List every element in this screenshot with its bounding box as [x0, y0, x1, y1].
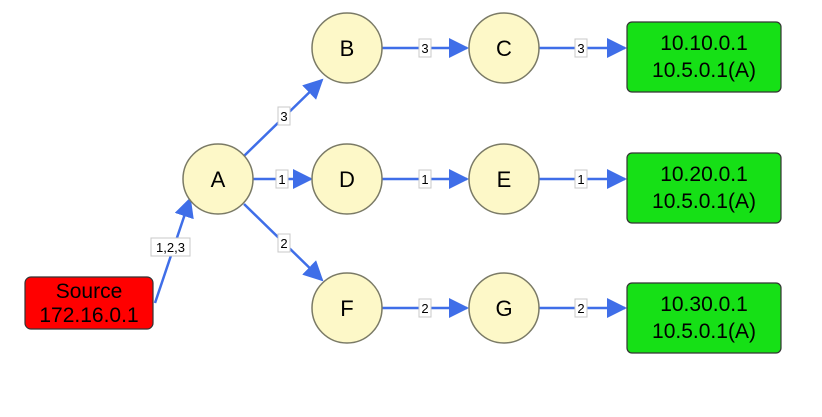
svg-text:D: D — [339, 167, 355, 192]
destination-node-3: 10.30.0.1 10.5.0.1(A) — [626, 282, 782, 354]
svg-text:F: F — [340, 296, 353, 321]
source-label: Source — [56, 280, 123, 303]
svg-text:B: B — [340, 36, 355, 61]
router-a: A — [182, 143, 254, 215]
destination-ip: 10.10.0.1 — [660, 32, 748, 55]
svg-text:2: 2 — [280, 236, 287, 251]
svg-text:E: E — [497, 167, 512, 192]
router-d: D — [311, 143, 383, 215]
destination-node-1: 10.10.0.1 10.5.0.1(A) — [626, 21, 782, 93]
source-node: Source 172.16.0.1 — [24, 276, 154, 330]
edge-label-b-c: 3 — [418, 38, 432, 58]
edge-label-a-d: 1 — [275, 169, 289, 189]
svg-text:2: 2 — [421, 301, 428, 316]
svg-text:C: C — [496, 36, 512, 61]
svg-text:A: A — [211, 167, 226, 192]
svg-text:2: 2 — [577, 301, 584, 316]
edge-label-f-g: 2 — [418, 298, 432, 318]
svg-text:1: 1 — [278, 172, 285, 187]
svg-text:1: 1 — [421, 172, 428, 187]
svg-text:G: G — [495, 296, 512, 321]
edge-label-source-a: 1,2,3 — [150, 237, 191, 257]
source-ip: 172.16.0.1 — [39, 304, 138, 327]
edge-label-a-f: 2 — [277, 233, 291, 253]
destination-rp: 10.5.0.1(A) — [652, 59, 756, 82]
edge-label-a-b: 3 — [277, 106, 291, 126]
router-c: C — [468, 12, 540, 84]
router-e: E — [468, 143, 540, 215]
edge-label-e-dest2: 1 — [574, 169, 588, 189]
svg-text:3: 3 — [421, 41, 428, 56]
router-g: G — [468, 272, 540, 344]
edge-label-d-e: 1 — [418, 169, 432, 189]
destination-ip: 10.30.0.1 — [660, 293, 748, 316]
svg-text:3: 3 — [280, 109, 287, 124]
svg-text:1: 1 — [577, 172, 584, 187]
svg-text:1,2,3: 1,2,3 — [156, 240, 185, 255]
edge-label-g-dest3: 2 — [574, 298, 588, 318]
destination-ip: 10.20.0.1 — [660, 163, 748, 186]
destination-rp: 10.5.0.1(A) — [652, 320, 756, 343]
edge-label-c-dest1: 3 — [574, 38, 588, 58]
router-b: B — [311, 12, 383, 84]
destination-node-2: 10.20.0.1 10.5.0.1(A) — [626, 152, 782, 224]
destination-rp: 10.5.0.1(A) — [652, 190, 756, 213]
svg-text:3: 3 — [577, 41, 584, 56]
router-f: F — [311, 272, 383, 344]
